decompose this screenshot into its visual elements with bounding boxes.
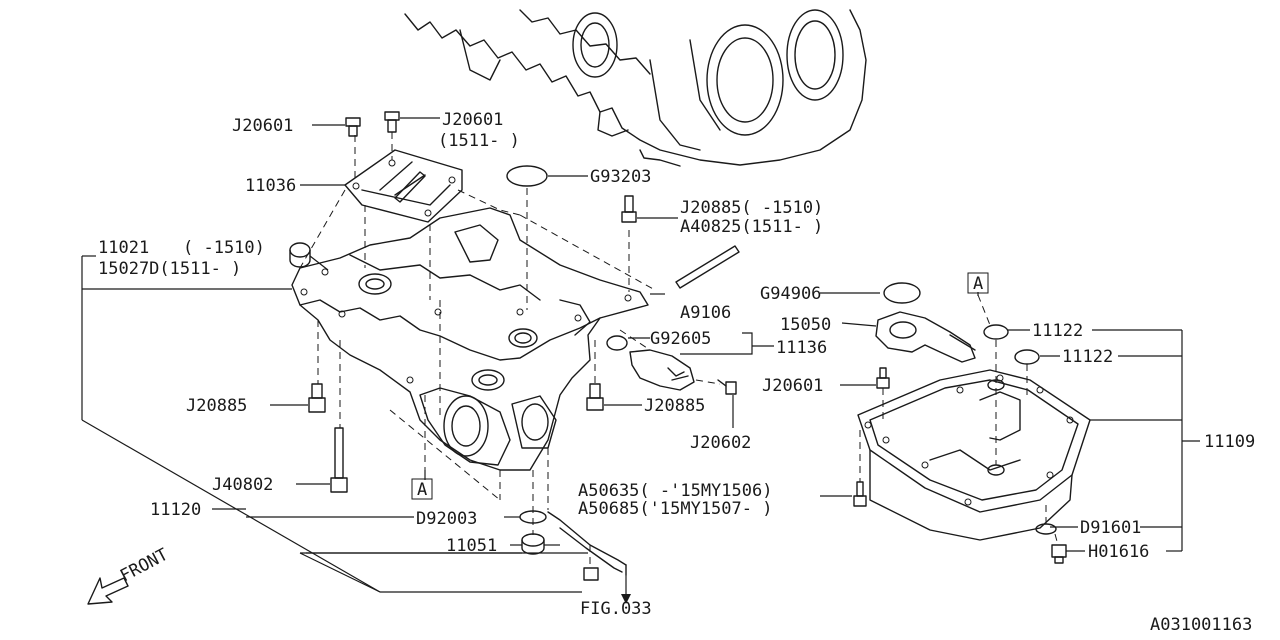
- engine-block-outline: [404, 9, 867, 167]
- bolt-j20601-oilpan: [876, 367, 890, 389]
- label-15027d: 15027D(1511- ): [98, 259, 241, 279]
- ref-box-a-left: [411, 478, 433, 500]
- label-j20601-right-note: (1511- ): [438, 131, 520, 151]
- label-a40825: A40825(1511- ): [680, 217, 823, 237]
- label-j20601-left: J20601: [232, 116, 293, 136]
- label-j20885-top: J20885( -1510): [680, 198, 823, 218]
- label-j20602: J20602: [690, 433, 751, 453]
- label-d92003: D92003: [416, 509, 477, 529]
- label-11136: 11136: [776, 338, 827, 358]
- assembly-guides: [299, 132, 1059, 568]
- ref-box-a-right: [967, 272, 989, 294]
- label-11021: 11021: [98, 238, 149, 258]
- bolt-j20601-right: [384, 111, 400, 133]
- label-g92605: G92605: [650, 329, 711, 349]
- bolt-j20885-left: [308, 383, 326, 413]
- bolt-j20601-left: [345, 117, 361, 137]
- bolt-j20885-top: [621, 195, 637, 223]
- stud-a9106: [675, 245, 740, 289]
- label-j20601-oilpan: J20601: [762, 376, 823, 396]
- label-j20885-left: J20885: [186, 396, 247, 416]
- water-outlet-11136: [606, 335, 737, 395]
- label-11051: 11051: [446, 536, 497, 556]
- drain-plug-h01616: [1035, 523, 1067, 564]
- o-ring-11122-upper: [983, 324, 1009, 340]
- front-arrow-icon: [87, 577, 129, 605]
- label-11036: 11036: [245, 176, 296, 196]
- label-h01616: H01616: [1088, 542, 1149, 562]
- o-ring-11122-lower: [1014, 349, 1040, 365]
- label-j20601-right: J20601: [442, 110, 503, 130]
- bolt-j20885-right: [586, 383, 604, 411]
- label-ref-a-right: A: [973, 274, 983, 294]
- oil-pipe: [547, 511, 627, 581]
- label-a9106: A9106: [680, 303, 731, 323]
- label-ref-a-left: A: [417, 480, 427, 500]
- oil-separator-cover: [344, 149, 463, 223]
- label-a50635: A50635( -'15MY1506): [578, 481, 772, 501]
- label-a50685: A50685('15MY1507- ): [578, 499, 772, 519]
- diagram-id: A031001163: [1150, 615, 1252, 635]
- label-j40802: J40802: [212, 475, 273, 495]
- oil-pan-11109: [857, 369, 1091, 541]
- label-j20885-right: J20885: [644, 396, 705, 416]
- plug-11051: [521, 533, 545, 555]
- label-g93203: G93203: [590, 167, 651, 187]
- label-11109: 11109: [1204, 432, 1255, 452]
- leader-lines: [81, 117, 1200, 604]
- label-fig033: FIG.033: [580, 599, 652, 619]
- label-11122-upper: 11122: [1032, 321, 1083, 341]
- label-11120: 11120: [150, 500, 201, 520]
- label-11122-lower: 11122: [1062, 347, 1113, 367]
- oil-strainer-15050: [875, 311, 976, 363]
- label-15050: 15050: [780, 315, 831, 335]
- crankcase-assembly: [291, 207, 649, 471]
- label-g94906: G94906: [760, 284, 821, 304]
- o-ring-g93203: [506, 165, 548, 187]
- label-d91601: D91601: [1080, 518, 1141, 538]
- o-ring-g94906: [883, 282, 921, 304]
- bolt-a50635: [853, 481, 867, 507]
- label-front: FRONT: [117, 545, 172, 587]
- label-11021-note: ( -1510): [183, 238, 265, 258]
- bolt-j40802: [330, 427, 348, 493]
